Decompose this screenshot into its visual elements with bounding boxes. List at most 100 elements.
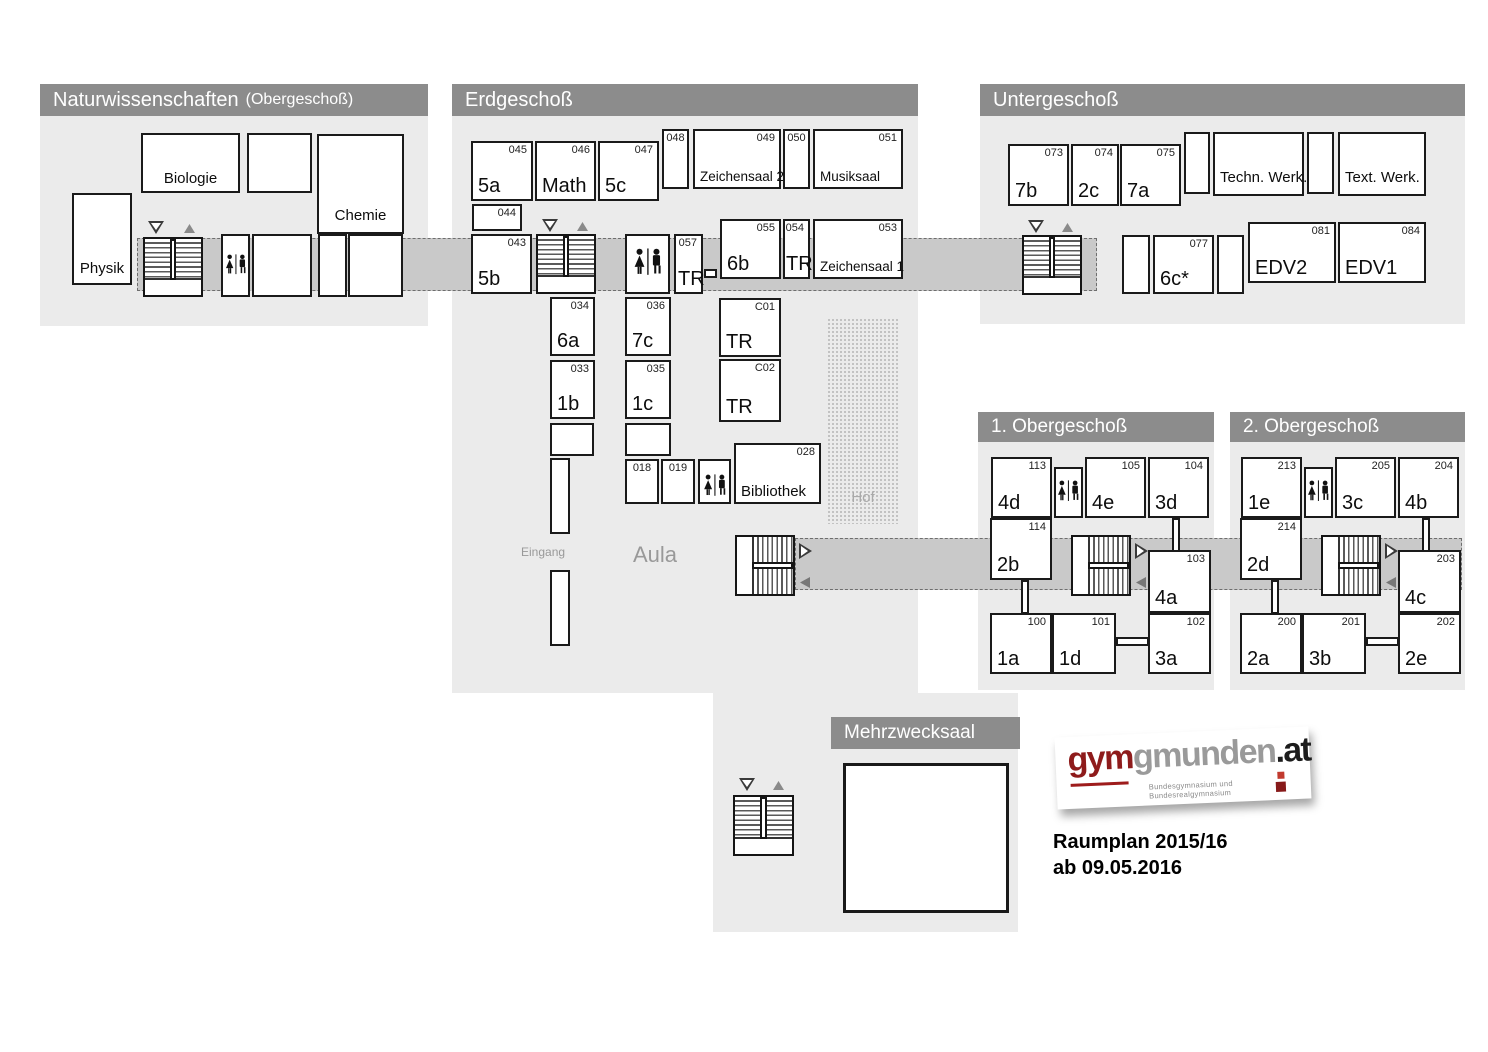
door-connector [1116,637,1149,646]
room-081-edv2: 081 EDV2 [1248,222,1336,283]
wc-icon [225,253,245,274]
logo-red-square-small [1277,771,1285,779]
room-114-2b: 114 2b [990,518,1052,580]
room-205-3c: 205 3c [1335,457,1396,518]
room-033-1b: 033 1b [550,360,595,419]
raumplan-caption: Raumplan 2015/16 ab 09.05.2016 [1053,829,1228,881]
room-018: 018 [625,459,659,504]
room-048: 048 [662,129,689,189]
titlebar-naturwissenschaften: Naturwissenschaften (Obergeschoß) [40,84,428,116]
room-084-edv1: 084 EDV1 [1338,222,1426,283]
room-biologie: Biologie [141,133,240,193]
room-c02-tr: C02 TR [719,359,781,422]
room-028-bibliothek: 028 Bibliothek [734,443,821,504]
room-200-2a: 200 2a [1240,613,1302,674]
room-113-4d: 113 4d [991,457,1052,518]
wc-icon [634,248,661,275]
wc-room [221,234,250,297]
wc-room [698,459,731,504]
room-049-zeichensaal2: 049 Zeichensaal 2 [693,129,784,189]
room-unlabeled [318,234,347,297]
room-unlabeled-narrow [550,458,570,534]
title-mehrzwecksaal: Mehrzwecksaal [844,722,975,743]
room-203-4c: 203 4c [1398,550,1461,613]
wc-icon [1308,480,1329,501]
room-unlabeled-narrow [550,570,570,646]
room-055-6b: 055 6b [720,219,781,279]
room-unlabeled [1184,132,1210,194]
wc-room [625,234,670,294]
stairs-up-icon [184,224,195,233]
door-connector [704,269,717,278]
wc-room [1304,467,1333,518]
room-073-7b: 073 7b [1008,144,1069,206]
titlebar-untergeschoss: Untergeschoß [980,84,1465,116]
door-connector [1422,518,1430,552]
room-035-1c: 035 1c [625,360,671,419]
room-050: 050 [783,129,810,189]
staircase-icon [536,234,596,294]
room-101-1d: 101 1d [1052,613,1116,674]
logo-subtitle: Bundesgymnasium und Bundesrealgymnasium [1148,778,1234,801]
room-043-5b: 043 5b [471,234,532,294]
stairs-up-icon [773,781,784,790]
staircase-icon [1321,535,1381,596]
room-103-4a: 103 4a [1148,550,1211,613]
titlebar-obergeschoss-2: 2. Obergeschoß [1230,412,1465,442]
room-c01-tr: C01 TR [719,298,781,357]
room-036-7c: 036 7c [625,297,671,356]
stairs-down-icon [1136,577,1146,588]
stairs-up-icon [577,222,588,231]
room-201-3b: 201 3b [1302,613,1366,674]
gymgmunden-logo: gymgmunden.at Bundesgymnasium und Bundes… [1054,726,1312,810]
room-077-6c: 077 6c* [1153,235,1214,294]
room-047-5c: 047 5c [598,141,659,201]
staircase-icon [733,795,794,856]
room-204-4b: 204 4b [1398,457,1459,518]
staircase-icon [1071,535,1131,596]
title-obergeschoss-2: 2. Obergeschoß [1243,416,1380,437]
room-techn-werk: Techn. Werk. [1213,132,1307,196]
title-naturwissenschaften-suffix: (Obergeschoß) [245,91,354,108]
room-mehrzwecksaal [843,763,1009,913]
room-unlabeled [247,133,312,193]
room-unlabeled [1122,235,1150,294]
titlebar-obergeschoss-1: 1. Obergeschoß [978,412,1214,442]
room-054-tr: 054 TR [783,219,813,279]
room-051-musiksaal: 051 Musiksaal [813,129,903,189]
wc-room [1054,467,1083,518]
wc-icon [1058,480,1079,501]
room-213-1e: 213 1e [1241,457,1302,518]
room-chemie: Chemie [317,134,404,234]
room-unlabeled [625,423,671,456]
caption-line2: ab 09.05.2016 [1053,857,1182,879]
staircase-icon [735,535,795,596]
staircase-icon [143,237,203,297]
door-connector [1021,580,1029,614]
room-044: 044 [472,204,522,231]
room-102-3a: 102 3a [1148,613,1211,674]
room-046-math: 046 Math [535,141,596,201]
door-connector [1172,518,1180,552]
room-034-6a: 034 6a [550,297,595,356]
caption-line1: Raumplan 2015/16 [1053,831,1228,853]
logo-gmunden: gmunden [1132,731,1277,777]
room-214-2d: 214 2d [1240,518,1302,580]
logo-red-square-large [1275,781,1287,792]
logo-gym: gym [1066,738,1134,780]
stairs-down-icon [800,577,810,588]
title-naturwissenschaften: Naturwissenschaften [53,88,239,111]
titlebar-erdgeschoss: Erdgeschoß [452,84,918,116]
room-unlabeled [1217,235,1244,294]
title-erdgeschoss: Erdgeschoß [465,88,573,111]
room-unlabeled [1307,132,1334,194]
room-unlabeled [550,423,594,456]
title-untergeschoss: Untergeschoß [993,88,1119,111]
room-105-4e: 105 4e [1085,457,1146,518]
title-obergeschoss-1: 1. Obergeschoß [991,416,1128,437]
wc-icon [703,473,725,496]
aula-label: Aula [633,542,678,567]
room-unlabeled [348,234,403,297]
room-physik: Physik [72,193,132,285]
